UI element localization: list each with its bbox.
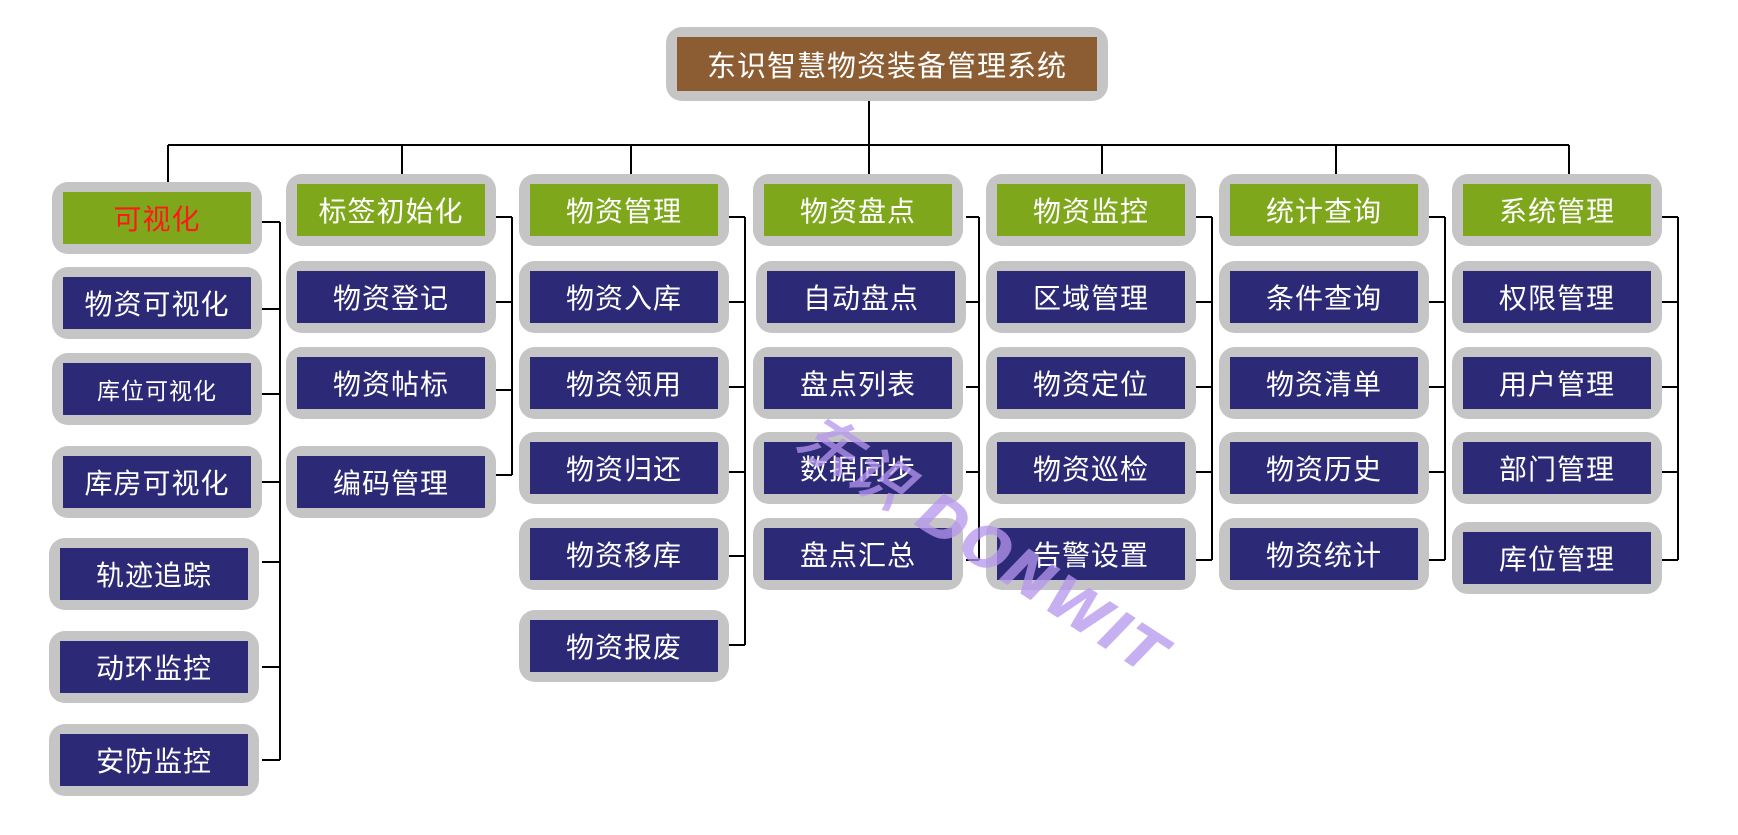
node-label: 库房可视化 [63,456,251,508]
node-label: 区域管理 [997,271,1185,323]
node-material-return: 物资归还 [519,432,729,504]
node-label: 物资移库 [530,528,718,580]
node-material-inspection: 物资巡检 [986,432,1196,504]
node-inventory-list: 盘点列表 [753,347,963,419]
node-label: 盘点列表 [764,357,952,409]
column-header-label: 物资盘点 [764,184,952,236]
node-label: 条件查询 [1230,271,1418,323]
node-material-statistics: 物资统计 [1219,518,1429,590]
node-label: 物资归还 [530,442,718,494]
node-label: 物资登记 [297,271,485,323]
column-header-label: 物资监控 [997,184,1185,236]
node-material-list: 物资清单 [1219,347,1429,419]
node-label: 自动盘点 [767,271,955,323]
node-material-scrap: 物资报废 [519,610,729,682]
node-label: 部门管理 [1463,442,1651,494]
column-header-label: 标签初始化 [297,184,485,236]
node-label: 库位管理 [1463,532,1651,584]
node-label: 物资领用 [530,357,718,409]
column-header-material-management: 物资管理 [519,174,729,246]
node-data-sync: 数据同步 [753,432,963,504]
node-security-monitoring: 安防监控 [49,724,259,796]
node-auto-inventory: 自动盘点 [756,261,966,333]
node-label: 数据同步 [764,442,952,494]
column-header-material-monitoring: 物资监控 [986,174,1196,246]
node-department-management: 部门管理 [1452,432,1662,504]
node-material-inbound: 物资入库 [519,261,729,333]
node-conditional-query: 条件查询 [1219,261,1429,333]
node-material-transfer: 物资移库 [519,518,729,590]
root-node-label: 东识智慧物资装备管理系统 [677,37,1097,91]
node-label: 盘点汇总 [764,528,952,580]
column-header-inventory-check: 物资盘点 [753,174,963,246]
column-header-label: 系统管理 [1463,184,1651,236]
column-header-label: 物资管理 [530,184,718,236]
node-trajectory-tracking: 轨迹追踪 [49,538,259,610]
column-header-visualization: 可视化 [52,182,262,254]
node-material-tagging: 物资帖标 [286,347,496,419]
node-label: 物资可视化 [63,277,251,329]
node-label: 物资报废 [530,620,718,672]
column-header-statistics-query: 统计查询 [1219,174,1429,246]
node-location-visualization: 库位可视化 [52,353,262,425]
node-code-management: 编码管理 [286,446,496,518]
node-label: 物资清单 [1230,357,1418,409]
node-user-management: 用户管理 [1452,347,1662,419]
node-label: 物资统计 [1230,528,1418,580]
node-environment-monitoring: 动环监控 [49,631,259,703]
node-label: 物资历史 [1230,442,1418,494]
node-label: 库位可视化 [63,363,251,415]
column-header-system-management: 系统管理 [1452,174,1662,246]
node-label: 编码管理 [297,456,485,508]
node-inventory-summary: 盘点汇总 [753,518,963,590]
root-node: 东识智慧物资装备管理系统 [666,27,1108,101]
column-header-label: 统计查询 [1230,184,1418,236]
node-location-management: 库位管理 [1452,522,1662,594]
node-label: 动环监控 [60,641,248,693]
node-warehouse-visualization: 库房可视化 [52,446,262,518]
column-header-tag-initialization: 标签初始化 [286,174,496,246]
node-material-visualization: 物资可视化 [52,267,262,339]
node-label: 物资定位 [997,357,1185,409]
node-material-requisition: 物资领用 [519,347,729,419]
node-material-positioning: 物资定位 [986,347,1196,419]
node-label: 物资入库 [530,271,718,323]
node-label: 轨迹追踪 [60,548,248,600]
node-label: 物资巡检 [997,442,1185,494]
node-material-history: 物资历史 [1219,432,1429,504]
node-label: 物资帖标 [297,357,485,409]
node-material-registration: 物资登记 [286,261,496,333]
node-permission-management: 权限管理 [1452,261,1662,333]
node-area-management: 区域管理 [986,261,1196,333]
node-label: 安防监控 [60,734,248,786]
node-alarm-settings: 告警设置 [986,518,1196,590]
node-label: 权限管理 [1463,271,1651,323]
node-label: 用户管理 [1463,357,1651,409]
column-header-label: 可视化 [63,192,251,244]
node-label: 告警设置 [997,528,1185,580]
